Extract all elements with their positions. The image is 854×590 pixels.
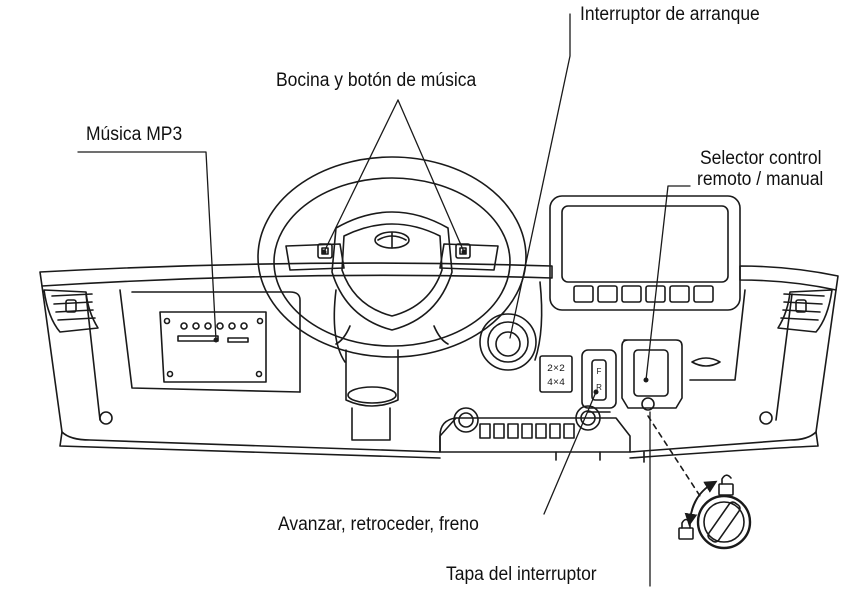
leader-lines (77, 13, 691, 587)
right-air-vent (777, 289, 833, 333)
leader-horn-left (323, 99, 399, 253)
label-drive: Avanzar, retroceder, freno (278, 514, 479, 535)
badge-4x4: 4×4 (547, 378, 565, 389)
leader-tips (213, 249, 649, 395)
badge-2x2: 2×2 (547, 364, 565, 375)
leader-start-switch (509, 13, 571, 339)
label-selector-line2: remoto / manual (697, 169, 824, 190)
label-horn-music: Bocina y botón de música (276, 70, 477, 91)
gear-letter-r: R (596, 383, 602, 392)
steering-wheel (257, 156, 527, 358)
steering-column (345, 349, 399, 441)
gear-badge (539, 355, 573, 393)
lock-open-icon (718, 474, 734, 496)
label-mp3: Música MP3 (86, 124, 183, 145)
leader-horn-right (397, 99, 465, 253)
gear-lever (581, 349, 617, 413)
leader-mp3 (77, 151, 217, 341)
dashboard-body (39, 262, 839, 459)
infotainment-screen (549, 195, 741, 311)
start-switch-knob (479, 313, 537, 371)
label-selector-line1: Selector control (700, 148, 822, 169)
leader-drive (543, 391, 597, 515)
center-console (439, 405, 645, 463)
remote-manual-selector (621, 339, 721, 411)
lock-dial (647, 415, 752, 550)
leader-selector (645, 185, 691, 381)
label-switch-cover: Tapa del interruptor (446, 564, 597, 585)
mp3-module (159, 311, 267, 383)
lock-closed-icon (678, 518, 694, 540)
gear-letter-f: F (597, 367, 602, 376)
left-air-vent (43, 289, 99, 333)
label-start-switch: Interruptor de arranque (580, 4, 760, 25)
